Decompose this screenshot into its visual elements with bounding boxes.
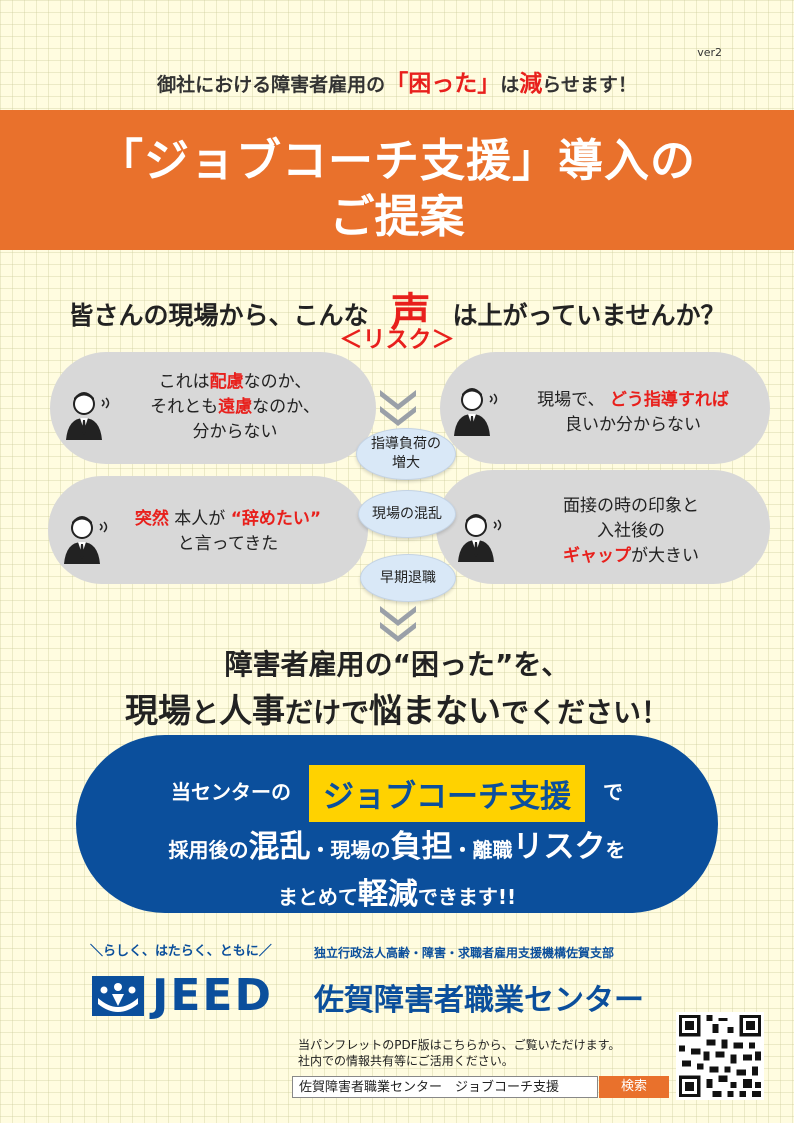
msg-field: 現場 [124,691,191,730]
pill-burden: 負担 [390,829,453,865]
pill-row2: 採用後の混乱・現場の負担・離職リスクを [76,821,718,866]
person-worried-icon [454,388,498,436]
pill-r1b: で [603,780,623,804]
risk-oval-confusion: 現場の混乱 [358,490,456,538]
c4-b: 入社後の [597,521,665,541]
c4-gap: ギャップ [563,546,631,566]
pdf-note-line2: 社内での情報共有等にご活用ください。 [298,1054,514,1068]
risk-oval-guidance-burden: 指導負荷の増大 [356,428,456,480]
c1-g: 分からない [192,422,278,442]
msg-dont-worry: 悩まない [369,691,501,730]
concern-text-3: 突然 本人が “辞めたい” と言ってきた [108,507,348,557]
solution-pill: 当センターのジョブコーチ支援で 採用後の混乱・現場の負担・離職リスクを まとめて… [76,735,718,913]
title-banner: 「ジョブコーチ支援」導入の ご提案 [0,110,794,250]
c1-f: なのか、 [252,397,320,417]
concern-cloud-1 [50,352,376,464]
chevron-down-icon [380,390,416,410]
title-line1: 「ジョブコーチ支援」導入の [97,134,696,187]
c2-how-to-guide: どう指導すれば [609,390,729,410]
question-post: は上がっていませんか？ [452,301,726,330]
person-worried-icon [64,516,108,564]
c3-suddenly: 突然 [134,509,169,529]
c3-quit: “辞めたい” [230,509,322,529]
oval1-line2: 増大 [392,455,420,471]
qr-code-icon[interactable] [676,1012,764,1100]
pill-confusion: 混乱 [248,829,311,865]
risk-oval-early-resign: 早期退職 [360,554,456,602]
search-input[interactable]: 佐賀障害者職業センター ジョブコーチ支援 [292,1076,598,1098]
pill-r3c: できます!! [417,885,517,909]
oval1-line1: 指導負荷の [371,436,441,452]
c3-b: 本人が [168,509,231,529]
pill-r1a: 当センターの [171,780,291,804]
tagline: 御社における障害者雇用の「困った」は減らせます！ [0,64,794,98]
tagline-pre: 御社における障害者雇用の [157,74,386,96]
c4-d: が大きい [631,546,699,566]
tagline-mid: は [500,74,520,96]
question-heading: 皆さんの現場から、こんな声は上がっていませんか？ [0,278,794,336]
pill-risk: リスク [512,829,606,865]
version-label: ver2 [697,46,722,59]
concern-text-2: 現場で、 どう指導すれば 良いか分からない [508,388,758,438]
search-button[interactable]: 検索 [599,1076,669,1098]
pill-r3a: まとめて [277,885,358,909]
chevron-down-icon [380,606,416,626]
c3-d: と言ってきた [177,534,279,554]
concern-cloud-3 [48,476,368,584]
jeed-wordmark: JEED [152,970,274,1021]
risk-label: ＜リスク＞ [339,327,455,353]
title-line2: ご提案 [329,190,465,243]
msg-please: でください！ [501,696,670,729]
message-line1: 障害者雇用の“困った”を、 [224,648,570,681]
pill-reduce: 軽減 [357,877,418,912]
jeed-logo-icon [92,976,144,1016]
organization-name: 独立行政法人高齢・障害・求職者雇用支援機構佐賀支部 [314,946,615,960]
person-worried-icon [66,392,110,440]
c1-c: なのか、 [243,372,312,392]
c1-d: それとも [150,397,219,417]
chevron-down-icon [380,622,416,642]
person-worried-icon [458,514,502,562]
c1-consideration: 配慮 [209,372,244,392]
center-name: 佐賀障害者職業センター [314,983,644,1018]
tagline-post: らせます！ [542,74,637,96]
pill-r2c: ・現場の [310,838,391,862]
c4-a: 面接の時の印象と [563,496,699,516]
pill-r2e: ・離職 [452,838,513,862]
tagline-emphasis-trouble: 「困った」 [385,71,501,97]
tagline-emphasis-reduce: 減 [519,71,543,97]
c1-reserve: 遠慮 [218,397,253,417]
chevron-down-icon [380,406,416,426]
pill-r2a: 採用後の [168,838,249,862]
slogan: ＼らしく、はたらく、ともに／ [90,944,272,959]
pdf-note-line1: 当パンフレットのPDF版はこちらから、ご覧いただけます。 [298,1038,621,1052]
pdf-note: 当パンフレットのPDF版はこちらから、ご覧いただけます。 社内での情報共有等にご… [298,1037,620,1069]
msg-only: だけで [284,696,369,729]
msg-hr: 人事 [218,691,285,730]
msg-and: と [190,696,219,729]
question-voice: 声 [390,290,431,336]
c1-a: これは [158,372,210,392]
concern-cloud-4 [436,470,770,584]
message-line2: 現場と人事だけで悩まないでください！ [0,684,794,732]
job-coach-box: ジョブコーチ支援 [309,765,585,822]
concern-text-4: 面接の時の印象と 入社後の ギャップが大きい [512,494,750,569]
concern-text-1: これは配慮なのか、 それとも遠慮なのか、 分からない [110,370,360,445]
question-pre: 皆さんの現場から、こんな [68,301,369,330]
c2-c: 良いか分からない [565,415,701,435]
concern-cloud-2 [440,352,770,464]
pill-r2g: を [605,838,626,862]
pill-row3: まとめて軽減できます!! [76,869,718,913]
c2-a: 現場で、 [537,390,605,410]
pill-row1: 当センターのジョブコーチ支援で [76,765,718,822]
